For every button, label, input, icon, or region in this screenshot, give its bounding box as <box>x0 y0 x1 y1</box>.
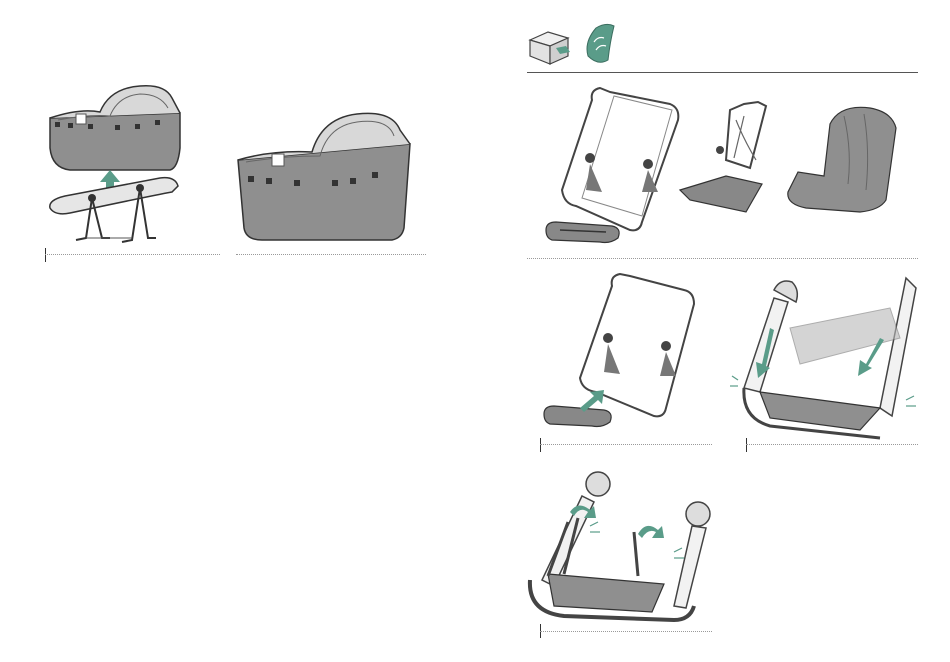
seat-cushion-icon <box>788 107 896 212</box>
panel-divider <box>527 258 918 259</box>
header-rule <box>527 72 918 73</box>
frame-icon <box>50 178 178 242</box>
bassinet-icon <box>238 113 410 240</box>
panel-divider <box>236 254 426 255</box>
panel-divider <box>746 444 918 445</box>
seat-fabric-icon <box>587 24 614 62</box>
step-marker <box>540 438 541 452</box>
panel-divider <box>540 444 712 445</box>
harness-icon <box>680 102 766 212</box>
step-marker <box>746 438 747 452</box>
footrest-icon <box>546 222 619 243</box>
open-box-icon <box>530 32 570 64</box>
bassinet-icon <box>50 86 180 170</box>
step-fold-footrest-support <box>524 456 724 626</box>
step-click-footrest-in <box>730 268 920 440</box>
panel-divider <box>45 254 220 255</box>
panel-divider <box>540 631 712 632</box>
step-seat-parts-overview <box>530 80 910 252</box>
header-icons <box>526 22 626 68</box>
step-bassinet-assembled <box>232 100 422 245</box>
footrest-icon <box>544 406 611 427</box>
step-marker <box>45 248 46 262</box>
step-attach-bassinet <box>40 78 230 258</box>
seat-frame-icon <box>562 88 678 230</box>
step-attach-footrest <box>538 268 708 438</box>
